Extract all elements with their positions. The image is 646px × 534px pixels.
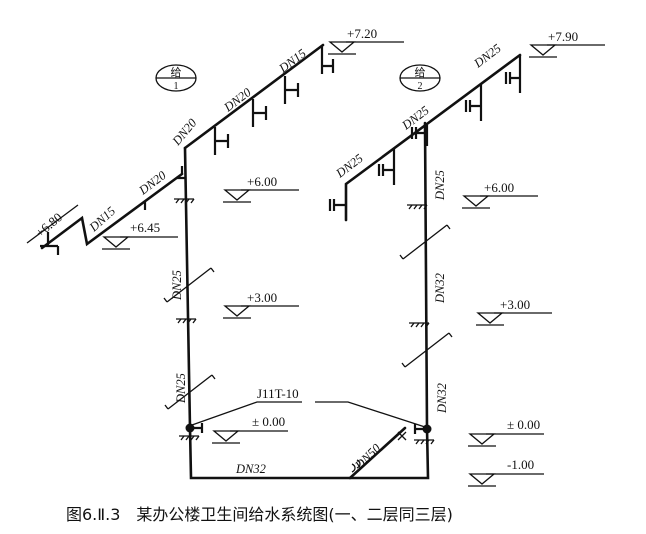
svg-text:-1.00: -1.00 (507, 457, 534, 472)
pipe-size-label: DN32 (433, 273, 447, 304)
system-tag-2: 给 2 (399, 64, 441, 92)
faucet-icon (251, 99, 268, 127)
svg-text:+3.00: +3.00 (247, 290, 277, 305)
pipe-size-label: DN32 (235, 462, 266, 476)
pipe-size-label: DN15 (276, 46, 309, 76)
pipe-size-label: DN20 (136, 168, 170, 198)
junction-dot-left (185, 423, 195, 433)
branch-2 (328, 53, 522, 222)
elevation-marker: ± 0.00 (211, 414, 289, 444)
pipe-size-label: DN25 (433, 170, 447, 201)
elevation-marker: +3.00 (475, 297, 553, 326)
svg-text:+6.45: +6.45 (130, 220, 160, 235)
svg-text:± 0.00: ± 0.00 (252, 414, 285, 429)
branch-1-lower (26, 166, 186, 255)
figure-caption: 图6.Ⅱ.3 某办公楼卫生间给水系统图(一、二层同三层) (66, 505, 453, 524)
branch-1-upper (183, 43, 335, 155)
valve-label: J11T-10 (257, 386, 299, 401)
elevation-marker: +6.00 (461, 180, 539, 209)
svg-text:+3.00: +3.00 (500, 297, 530, 312)
pipe-size-label: DN25 (471, 41, 504, 71)
elevation-marker: +7.90 (528, 29, 606, 58)
svg-text:+7.20: +7.20 (347, 26, 377, 41)
faucet-icon (213, 127, 230, 155)
svg-text:+6.00: +6.00 (484, 180, 514, 195)
junction-dot-right (422, 424, 432, 434)
pipe-size-label: DN32 (435, 383, 449, 414)
pipe-size-label: DN25 (174, 373, 188, 404)
svg-text:± 0.00: ± 0.00 (507, 417, 540, 432)
inlet-pipe (348, 426, 407, 480)
pipe-size-label: DN15 (86, 204, 118, 235)
faucet-icon (283, 76, 300, 104)
svg-text:给: 给 (415, 66, 426, 79)
svg-text:+7.90: +7.90 (548, 29, 578, 44)
valve-right-icon (413, 424, 423, 434)
elevation-marker: +6.00 (222, 174, 300, 203)
elevation-marker: ± 0.00 (467, 417, 545, 447)
elevation-marker: +7.20 (327, 26, 405, 55)
faucet-icon (320, 46, 335, 74)
svg-text:给: 给 (171, 66, 182, 79)
svg-text:1: 1 (174, 81, 179, 92)
system-tag-1: 给 1 (155, 64, 197, 92)
valve-left-icon (194, 423, 204, 433)
pipe-size-label: DN25 (333, 151, 366, 181)
svg-text:+6.00: +6.00 (247, 174, 277, 189)
elevation-marker: -1.00 (467, 457, 545, 487)
pipe-size-label: DN20 (169, 115, 200, 148)
svg-text:2: 2 (418, 81, 423, 92)
pipe-size-label: DN50 (352, 441, 384, 473)
elevation-marker: +3.00 (222, 290, 300, 319)
elevation-marker: +6.45 (101, 220, 179, 250)
fixture-icon (40, 232, 60, 255)
pipe-size-label: DN25 (170, 270, 184, 301)
fixture-icon (176, 166, 186, 180)
